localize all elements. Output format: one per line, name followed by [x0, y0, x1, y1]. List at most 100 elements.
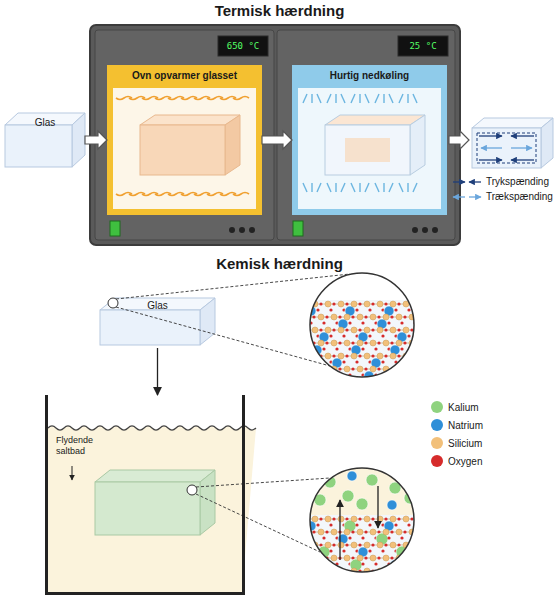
oven-casing-part: [412, 227, 418, 233]
atom-lattice-part: [305, 340, 311, 346]
atom-lattice-part: [325, 568, 331, 574]
atom-lattice-part: [419, 330, 432, 331]
atom-lattice-part: [423, 354, 426, 357]
atom-lattice-part: [364, 327, 370, 333]
atom-lattice-part: [416, 530, 419, 533]
atom-lattice-part: [429, 341, 432, 344]
atom-lattice-part: [397, 569, 400, 572]
atom-lattice-part: [325, 542, 331, 548]
atom-lattice-part: [344, 314, 350, 320]
atom-lattice-part: [338, 315, 341, 318]
atom-lattice-part: [387, 373, 390, 376]
atom-lattice-part: [364, 530, 367, 533]
atom-lattice-part: [406, 356, 419, 357]
salt-bath-part: [48, 426, 256, 430]
atom-lattice-part: [299, 542, 305, 548]
atom-lattice-part: [390, 301, 396, 307]
atom-lattice-part: [312, 530, 315, 533]
atom-lattice-part: [410, 302, 413, 305]
tempered-glass-part: [472, 128, 541, 168]
glass-node: Glas: [5, 113, 85, 167]
atom-lattice-part: [425, 369, 438, 370]
tempered-glass-part: [511, 135, 534, 136]
legend-swatch: [430, 436, 444, 450]
atom-lattice-part: [403, 367, 406, 370]
atom-lattice-part: [322, 536, 325, 539]
atom-lattice-part: [371, 354, 374, 357]
oven-casing-part: [432, 227, 438, 233]
atom-lattice-part: [309, 347, 312, 350]
atom-lattice-part: [357, 314, 363, 320]
tempered-glass-part: [472, 118, 553, 128]
atom-lattice-part: [361, 562, 364, 565]
atom-lattice-part: [420, 549, 423, 552]
atom-lattice-part: [358, 543, 361, 546]
atom-lattice-part: [366, 474, 378, 486]
oven-casing: [90, 25, 460, 245]
atom-lattice-part: [423, 302, 426, 305]
atom-lattice-part: [377, 542, 383, 548]
atom-lattice-part: [329, 575, 332, 578]
atom-lattice-part: [342, 575, 345, 578]
glass-node: Glas: [100, 296, 215, 345]
cooling-jets-part: [399, 183, 403, 192]
glass-block-part: [200, 298, 215, 345]
atom-lattice-part: [390, 315, 393, 318]
atom-lattice-part: [409, 555, 415, 561]
cooling-jets-part: [413, 94, 417, 103]
oven-chamber-part: [140, 115, 240, 125]
atom-lattice-part: [364, 556, 367, 559]
atom-lattice-part: [423, 328, 426, 331]
atom-lattice-part: [331, 314, 337, 320]
atom-lattice-part: [409, 366, 415, 372]
atom-lattice-part: [302, 356, 315, 357]
cooling-jets-part: [317, 94, 321, 103]
atom-lattice-part: [345, 543, 348, 546]
atom-lattice-part: [358, 302, 361, 305]
cooling-jets-part: [383, 94, 384, 103]
oven-chamber-part: [107, 65, 262, 215]
atom-lattice-part: [407, 575, 410, 578]
atom-lattice-part: [319, 328, 322, 331]
tempered-glass-part: [511, 159, 534, 160]
atom-lattice-part: [355, 308, 358, 311]
atom-lattice-part: [338, 516, 344, 522]
atom-lattice-part: [370, 572, 382, 584]
atom-lattice-part: [420, 360, 423, 363]
atom-lattice-part: [308, 558, 321, 559]
atom-lattice-part: [348, 321, 351, 324]
node-label: Flydende saltbad: [56, 435, 100, 457]
atom-lattice-part: [357, 340, 363, 346]
tempered-glass-part: [511, 147, 532, 148]
atom-lattice-part: [422, 555, 428, 561]
atom-lattice-part: [342, 549, 345, 552]
atom-lattice-part: [332, 328, 335, 331]
atom-lattice-part: [344, 555, 350, 561]
atom-lattice-part: [325, 327, 331, 333]
oven-chamber-part: [225, 115, 240, 175]
cooling-jets-part: [335, 183, 336, 192]
atom-lattice-part: [396, 366, 402, 372]
atom-lattice-part: [429, 556, 432, 559]
atom-lattice-part: [299, 327, 305, 333]
atom-lattice-part: [416, 319, 426, 329]
atom-lattice-part: [348, 536, 351, 539]
legend-label: Trækspænding: [486, 191, 553, 202]
glass-block-part: [116, 274, 350, 299]
chamber-panel: Hurtig nedkøling: [292, 65, 447, 215]
atom-lattice-part: [420, 575, 423, 578]
atom-lattice-part: [384, 354, 387, 357]
atom-lattice-part: [299, 568, 305, 574]
legend-sample: [452, 192, 482, 202]
atom-lattice-part: [338, 301, 344, 307]
atom-lattice-part: [351, 367, 354, 370]
atom-lattice-part: [322, 562, 325, 565]
atom-lattice-part: [412, 343, 425, 344]
atom-lattice-part: [361, 321, 364, 324]
atom-lattice-part: [342, 490, 354, 502]
glass-block-part: [72, 113, 85, 167]
atom-lattice-part: [425, 532, 438, 533]
atom-lattice-part: [328, 571, 341, 572]
atom-lattice-part: [370, 555, 376, 561]
atom-lattice-part: [416, 301, 422, 307]
